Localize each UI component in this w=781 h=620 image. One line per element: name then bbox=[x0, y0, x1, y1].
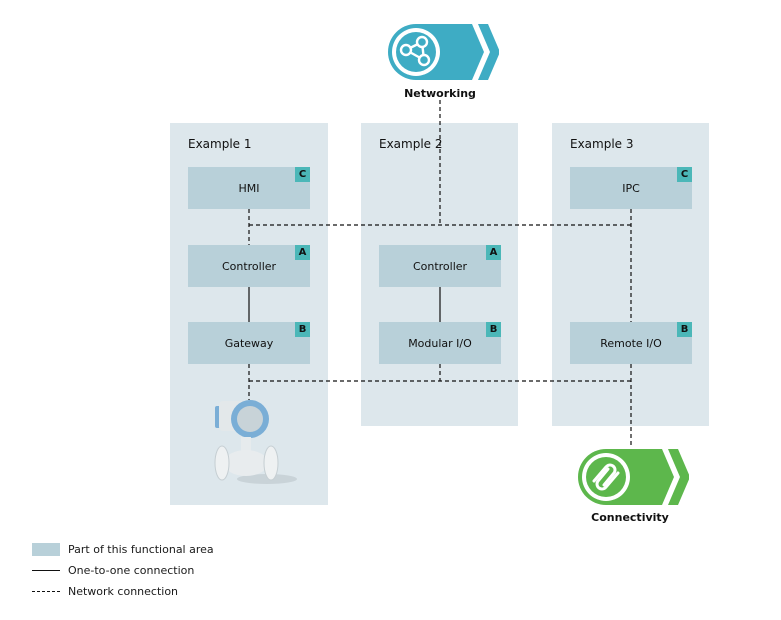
flowmeter-device-image bbox=[214, 400, 297, 484]
legend: Part of this functional area One-to-one … bbox=[32, 539, 214, 602]
connectivity-label: Connectivity bbox=[591, 511, 669, 524]
example-1-title: Example 1 bbox=[188, 137, 252, 151]
node-label: Remote I/O bbox=[600, 336, 662, 350]
connectivity-area-badge bbox=[578, 449, 689, 505]
example-3-title: Example 3 bbox=[570, 137, 634, 151]
node-gateway: Gateway B bbox=[188, 322, 310, 364]
network-nodes-icon bbox=[399, 35, 431, 67]
legend-label: Part of this functional area bbox=[68, 543, 214, 556]
category-badge-c: C bbox=[295, 167, 310, 182]
legend-label: Network connection bbox=[68, 585, 179, 598]
node-ipc: IPC C bbox=[570, 167, 692, 209]
link-chain-icon bbox=[592, 463, 620, 491]
legend-solid-line bbox=[32, 570, 60, 571]
node-remote-io: Remote I/O B bbox=[570, 322, 692, 364]
legend-item-one-to-one: One-to-one connection bbox=[32, 560, 214, 581]
category-badge-b: B bbox=[677, 322, 692, 337]
node-label: IPC bbox=[622, 181, 640, 195]
category-badge-b: B bbox=[486, 322, 501, 337]
legend-item-network: Network connection bbox=[32, 581, 214, 602]
category-badge-b: B bbox=[295, 322, 310, 337]
node-label: Gateway bbox=[224, 336, 274, 350]
node-label: Modular I/O bbox=[408, 336, 472, 350]
node-label: Controller bbox=[221, 259, 277, 273]
category-badge-c: C bbox=[677, 167, 692, 182]
node-label: Controller bbox=[412, 259, 468, 273]
category-badge-a: A bbox=[486, 245, 501, 260]
legend-swatch bbox=[32, 543, 60, 556]
example-2-title: Example 2 bbox=[379, 137, 443, 151]
node-hmi: HMI C bbox=[188, 167, 310, 209]
legend-dashed-line bbox=[32, 591, 60, 592]
category-badge-a: A bbox=[295, 245, 310, 260]
node-label: HMI bbox=[238, 181, 260, 195]
node-modular-io: Modular I/O B bbox=[379, 322, 501, 364]
node-controller-1: Controller A bbox=[188, 245, 310, 287]
node-controller-2: Controller A bbox=[379, 245, 501, 287]
legend-label: One-to-one connection bbox=[68, 564, 195, 577]
networking-area-badge bbox=[388, 24, 499, 80]
networking-label: Networking bbox=[404, 87, 476, 100]
legend-item-functional-area: Part of this functional area bbox=[32, 539, 214, 560]
